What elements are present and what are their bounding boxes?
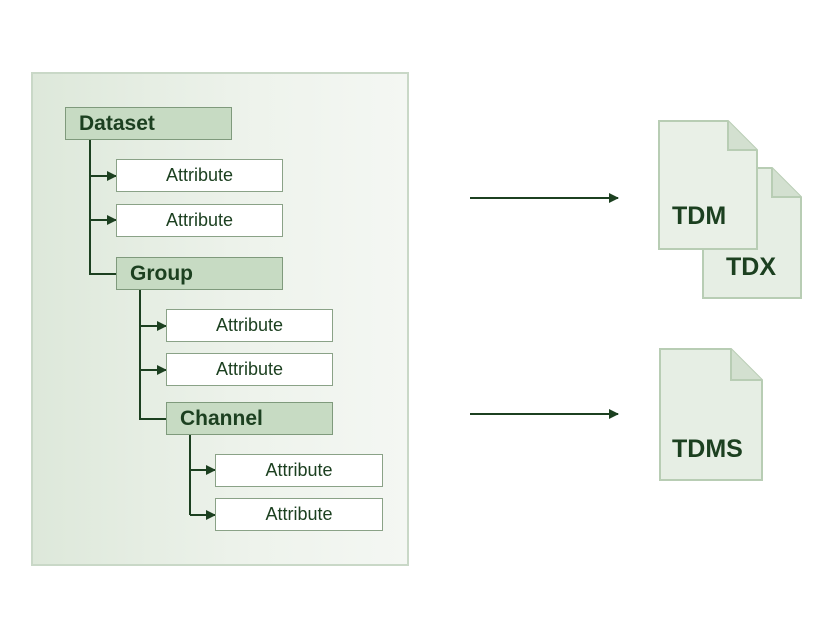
group-node: Group — [116, 257, 283, 290]
tdm-file-icon — [658, 120, 758, 250]
dataset-trunk — [89, 140, 117, 275]
group-trunk — [139, 290, 167, 420]
dataset-attribute-2: Attribute — [116, 204, 283, 237]
tdms-file-icon — [659, 348, 763, 481]
tdx-label: TDX — [726, 253, 776, 281]
channel-node: Channel — [166, 402, 333, 435]
tdm-label: TDM — [672, 202, 727, 230]
dataset-attribute-1: Attribute — [116, 159, 283, 192]
tdms-label: TDMS — [672, 435, 743, 463]
group-attribute-2: Attribute — [166, 353, 333, 386]
channel-attribute-2: Attribute — [215, 498, 383, 531]
channel-attribute-1: Attribute — [215, 454, 383, 487]
group-attribute-1: Attribute — [166, 309, 333, 342]
dataset-node: Dataset — [65, 107, 232, 140]
